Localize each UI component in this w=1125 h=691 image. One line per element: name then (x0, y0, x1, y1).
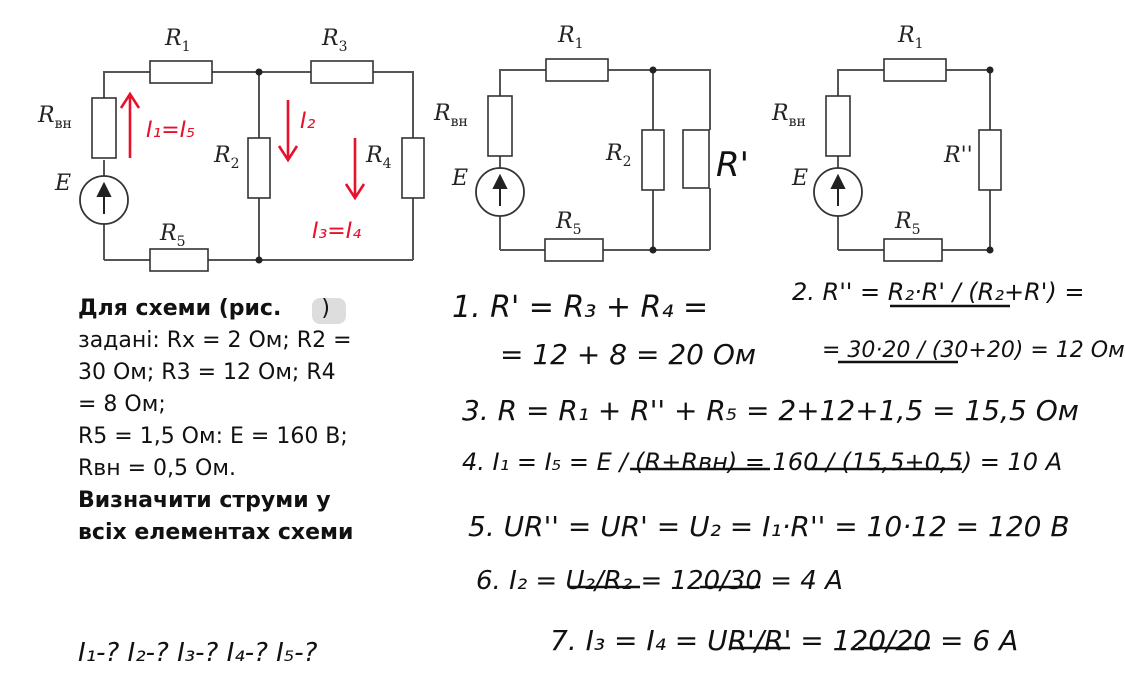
fraction-bars (570, 304, 1010, 650)
label-r5: R5 (159, 221, 186, 250)
resistor-r2 (247, 137, 271, 199)
label-e: E (54, 171, 71, 196)
current-annotations (119, 91, 366, 201)
resistor-r5-b (544, 238, 604, 262)
solution-step-7: 7. I₃ = I₄ = UR'/R' = 120/20 = 6 A (550, 624, 1019, 657)
label-r5-c: R5 (894, 209, 921, 238)
resistor-r1-b (545, 58, 609, 82)
label-r4: R4 (365, 143, 392, 172)
resistor-r1-c (883, 58, 947, 82)
task-line-3: 30 Ом; R3 = 12 Ом; R4 (78, 360, 336, 385)
label-r1-c: R1 (897, 23, 924, 52)
circuit-1 (79, 60, 425, 272)
resistor-rvn-b (487, 95, 513, 157)
solution-step-1a: 1. R' = R₃ + R₄ = (452, 290, 709, 325)
solution-step-4: 4. I₁ = I₅ = E / (R+Rвн) = 160 / (15,5+0… (462, 448, 1063, 476)
redacted-figure-number (312, 298, 346, 324)
circuit-3 (813, 58, 1002, 262)
solution-step-5: 5. UR'' = UR' = U₂ = I₁·R'' = 10·12 = 12… (468, 510, 1070, 543)
label-e-c: E (791, 166, 808, 191)
resistor-r4 (401, 137, 425, 199)
resistor-rvn (91, 97, 117, 159)
task-line-4: = 8 Ом; (78, 392, 166, 417)
solution-step-3: 3. R = R₁ + R'' + R₅ = 2+12+1,5 = 15,5 О… (462, 394, 1079, 427)
resistor-r2-b (641, 129, 665, 191)
label-r5-b: R5 (555, 209, 582, 238)
resistor-rdprime (978, 129, 1002, 191)
resistor-r1 (149, 60, 213, 84)
label-r1-b: R1 (557, 23, 584, 52)
task-line-1: Для схеми (рис. (78, 296, 282, 321)
annotation-i2: I₂ (300, 109, 315, 134)
resistor-r3 (310, 60, 374, 84)
label-rvn: Rвн (37, 103, 72, 132)
annotation-i1-i5: I₁=I₅ (146, 118, 195, 143)
label-r3: R3 (321, 26, 348, 55)
label-r2-b: R2 (605, 141, 632, 170)
label-rdprime: R'' (943, 143, 973, 168)
resistor-r5 (149, 248, 209, 272)
solution-step-2b: = 30·20 / (30+20) = 12 Ом (822, 338, 1125, 363)
annotation-i3-i4: I₃=I₄ (312, 219, 361, 244)
resistor-rprime (682, 129, 710, 189)
solution-step-2a: 2. R'' = R₂·R' / (R₂+R') = (792, 278, 1085, 306)
task-line-8: всіх елементах схеми (78, 520, 354, 545)
task-line-6: Rвн = 0,5 Ом. (78, 456, 236, 481)
solution-step-1b: = 12 + 8 = 20 Ом (500, 338, 757, 371)
resistor-rvn-c (825, 95, 851, 157)
label-r2: R2 (213, 143, 240, 172)
task-line-5: R5 = 1,5 Ом: E = 160 В; (78, 424, 348, 449)
solution-step-6: 6. I₂ = U₂/R₂ = 120/30 = 4 A (476, 566, 843, 596)
label-rprime: R' (716, 145, 749, 185)
label-rvn-c: Rвн (771, 101, 806, 130)
task-statement: Для схеми (рис.) задані: Rx = 2 Ом; R2 =… (78, 293, 408, 549)
task-line-7: Визначити струми у (78, 488, 331, 513)
label-e-b: E (451, 166, 468, 191)
label-r1: R1 (164, 26, 191, 55)
circuit-2 (475, 58, 711, 262)
unknowns-question: I₁-? I₂-? I₃-? I₄-? I₅-? (78, 638, 318, 668)
resistor-r5-c (883, 238, 943, 262)
circuit-diagrams: R1 R3 Rвн E R2 R4 R5 I₁=I₅ I₂ I₃=I₄ R1 R… (37, 23, 1010, 650)
task-line-2: задані: Rx = 2 Ом; R2 = (78, 328, 352, 353)
label-rvn-b: Rвн (433, 101, 468, 130)
